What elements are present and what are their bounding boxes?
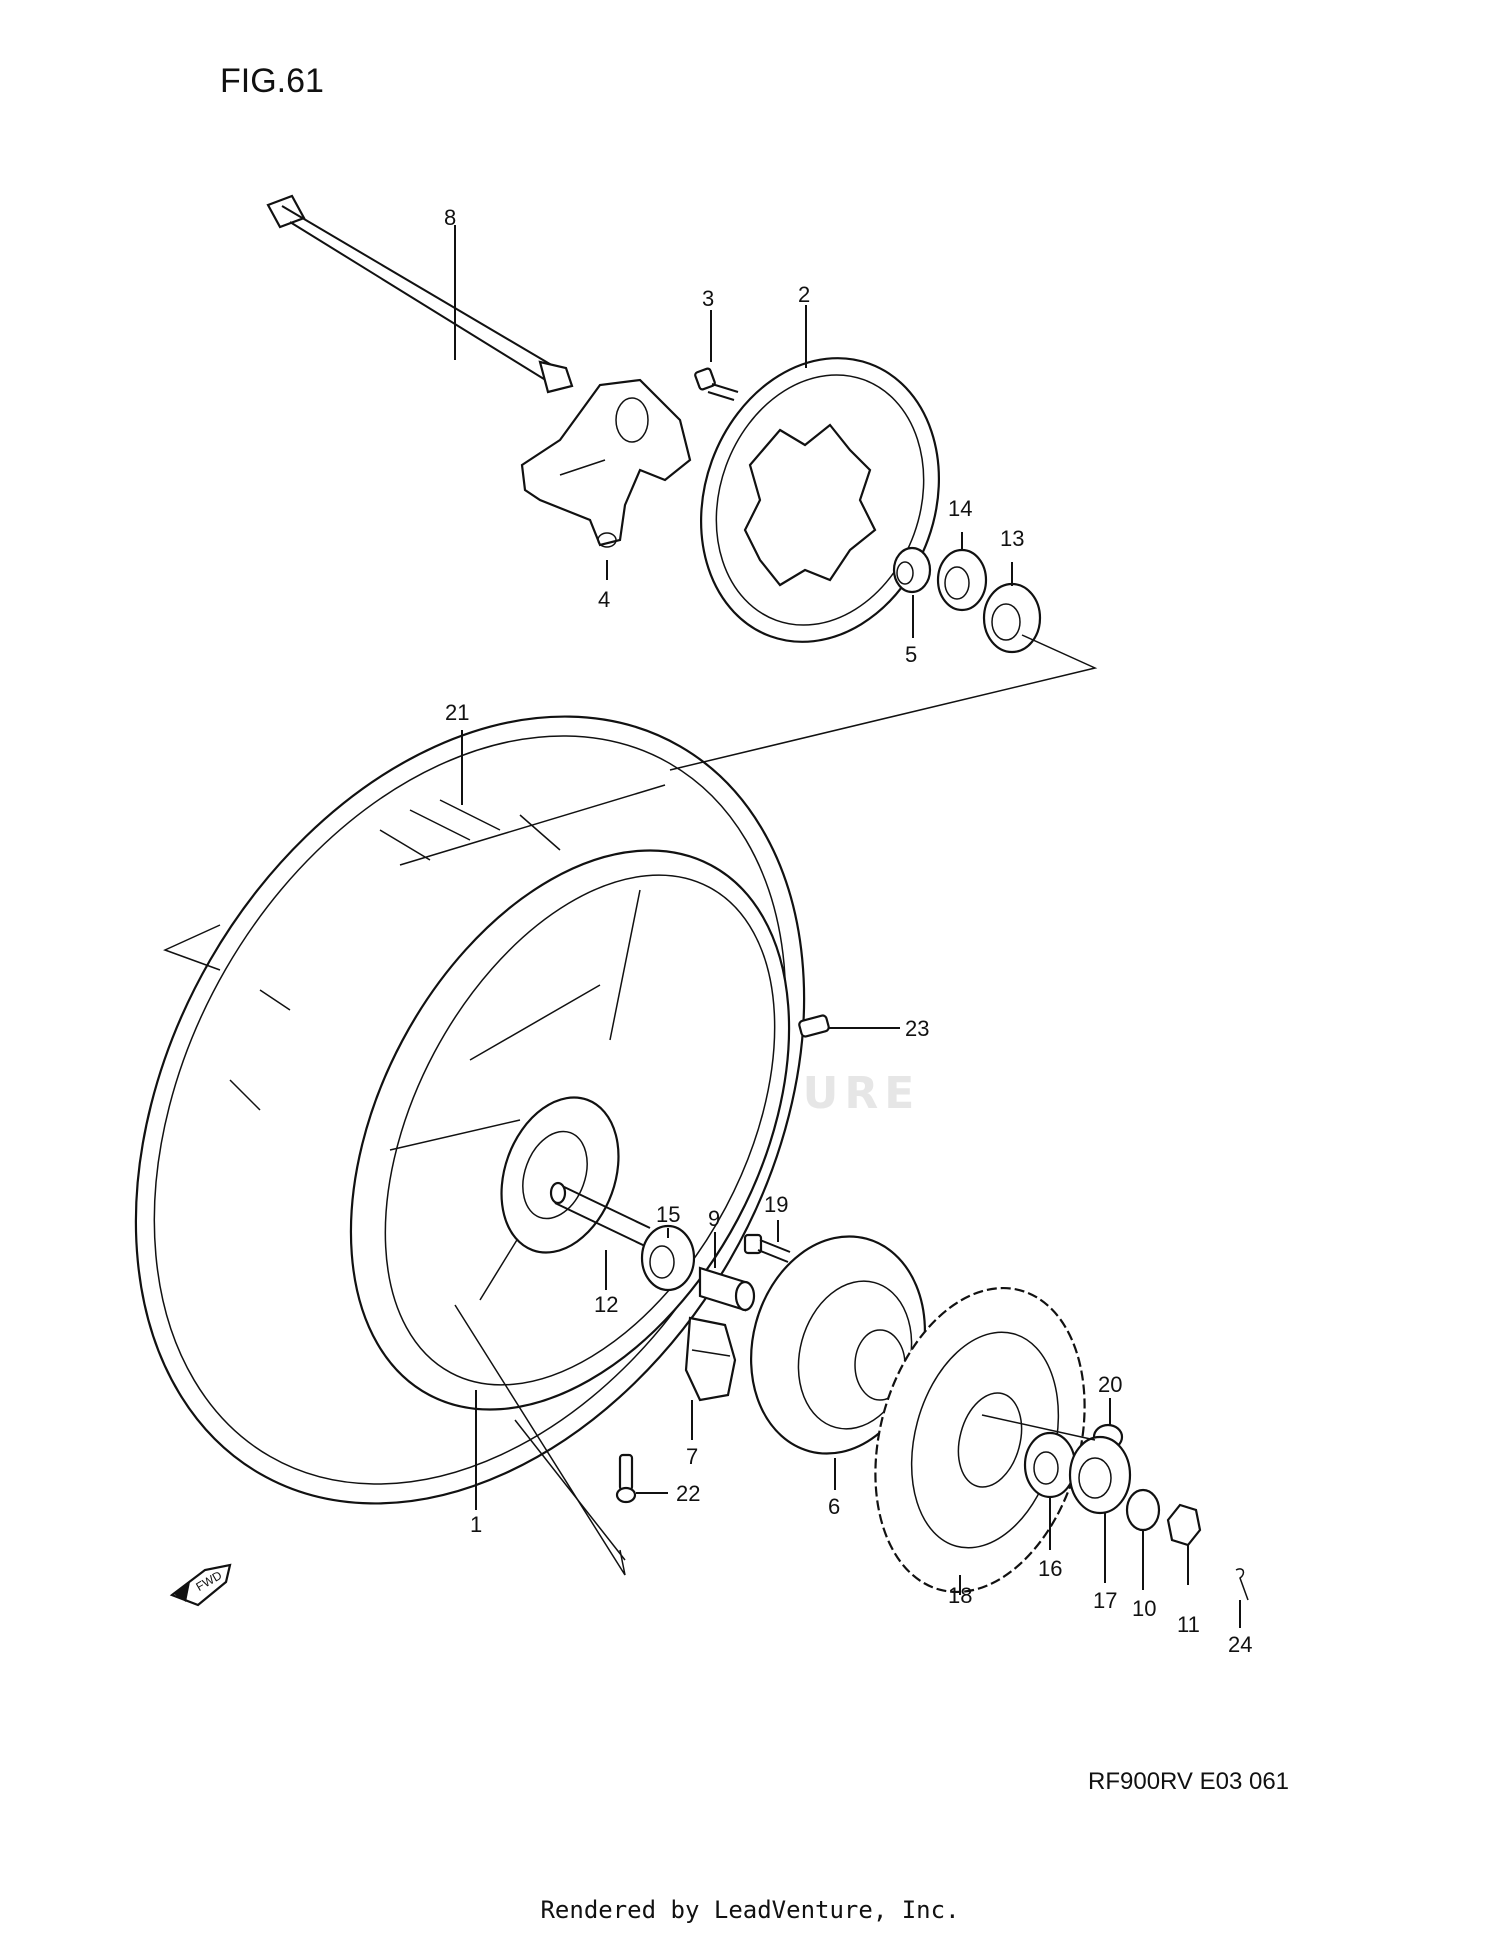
callout-13: 13 (1000, 526, 1024, 551)
callout-17: 17 (1093, 1588, 1117, 1613)
cush-damper-part[interactable] (684, 1316, 737, 1402)
forward-arrow-icon: FWD (169, 1563, 232, 1607)
drum-bearing-part[interactable] (1023, 1431, 1077, 1499)
callout-15: 15 (656, 1202, 680, 1227)
callout-24: 24 (1228, 1632, 1252, 1657)
hub-spacer-part[interactable] (698, 1266, 756, 1312)
figure-title: FIG.61 (220, 62, 324, 100)
callout-3: 3 (702, 286, 714, 311)
callout-1: 1 (470, 1512, 482, 1537)
callout-9: 9 (708, 1206, 720, 1231)
caliper-bracket-part[interactable] (520, 378, 692, 548)
axle-sleeve-part[interactable] (549, 1181, 651, 1247)
callout-23: 23 (905, 1016, 929, 1041)
spacer-part[interactable] (892, 546, 932, 594)
callout-8: 8 (444, 205, 456, 230)
callout-10: 10 (1132, 1596, 1156, 1621)
callout-20: 20 (1098, 1372, 1122, 1397)
seal-part[interactable] (936, 548, 988, 612)
washer-part[interactable] (1125, 1488, 1161, 1532)
oil-seal-part[interactable] (1068, 1435, 1132, 1515)
guide-lines (163, 634, 1098, 1576)
axle-part[interactable] (266, 194, 574, 394)
brake-disc-part[interactable] (662, 324, 977, 675)
callout-labels: 8 2 3 4 5 14 13 21 23 15 9 19 12 7 6 1 2… (444, 205, 1252, 1657)
callout-16: 16 (1038, 1556, 1062, 1581)
callout-2: 2 (798, 282, 810, 307)
figure-code: RF900RV E03 061 (1088, 1768, 1290, 1795)
axle-nut-part[interactable] (1166, 1503, 1202, 1547)
callout-21: 21 (445, 700, 469, 725)
balancer-weight-part[interactable] (798, 1014, 830, 1038)
sprocket-bolt-part[interactable] (743, 1233, 791, 1263)
callout-7: 7 (686, 1444, 698, 1469)
wheel-bearing-part[interactable] (640, 1224, 696, 1292)
callout-11: 11 (1177, 1612, 1200, 1637)
bolt-part[interactable] (694, 367, 739, 401)
callout-22: 22 (676, 1481, 700, 1506)
callout-4: 4 (598, 587, 610, 612)
cotter-pin-part[interactable] (1235, 1568, 1249, 1601)
callout-6: 6 (828, 1494, 840, 1519)
bearing-part[interactable] (982, 582, 1042, 654)
callout-18: 18 (948, 1583, 972, 1608)
callout-14: 14 (948, 496, 972, 521)
callout-5: 5 (905, 642, 917, 667)
callout-leaders (454, 225, 1241, 1628)
callout-12: 12 (594, 1292, 618, 1317)
footer-credit: Rendered by LeadVenture, Inc. (540, 1896, 960, 1924)
valve-part[interactable] (615, 1453, 637, 1504)
callout-19: 19 (764, 1192, 788, 1217)
